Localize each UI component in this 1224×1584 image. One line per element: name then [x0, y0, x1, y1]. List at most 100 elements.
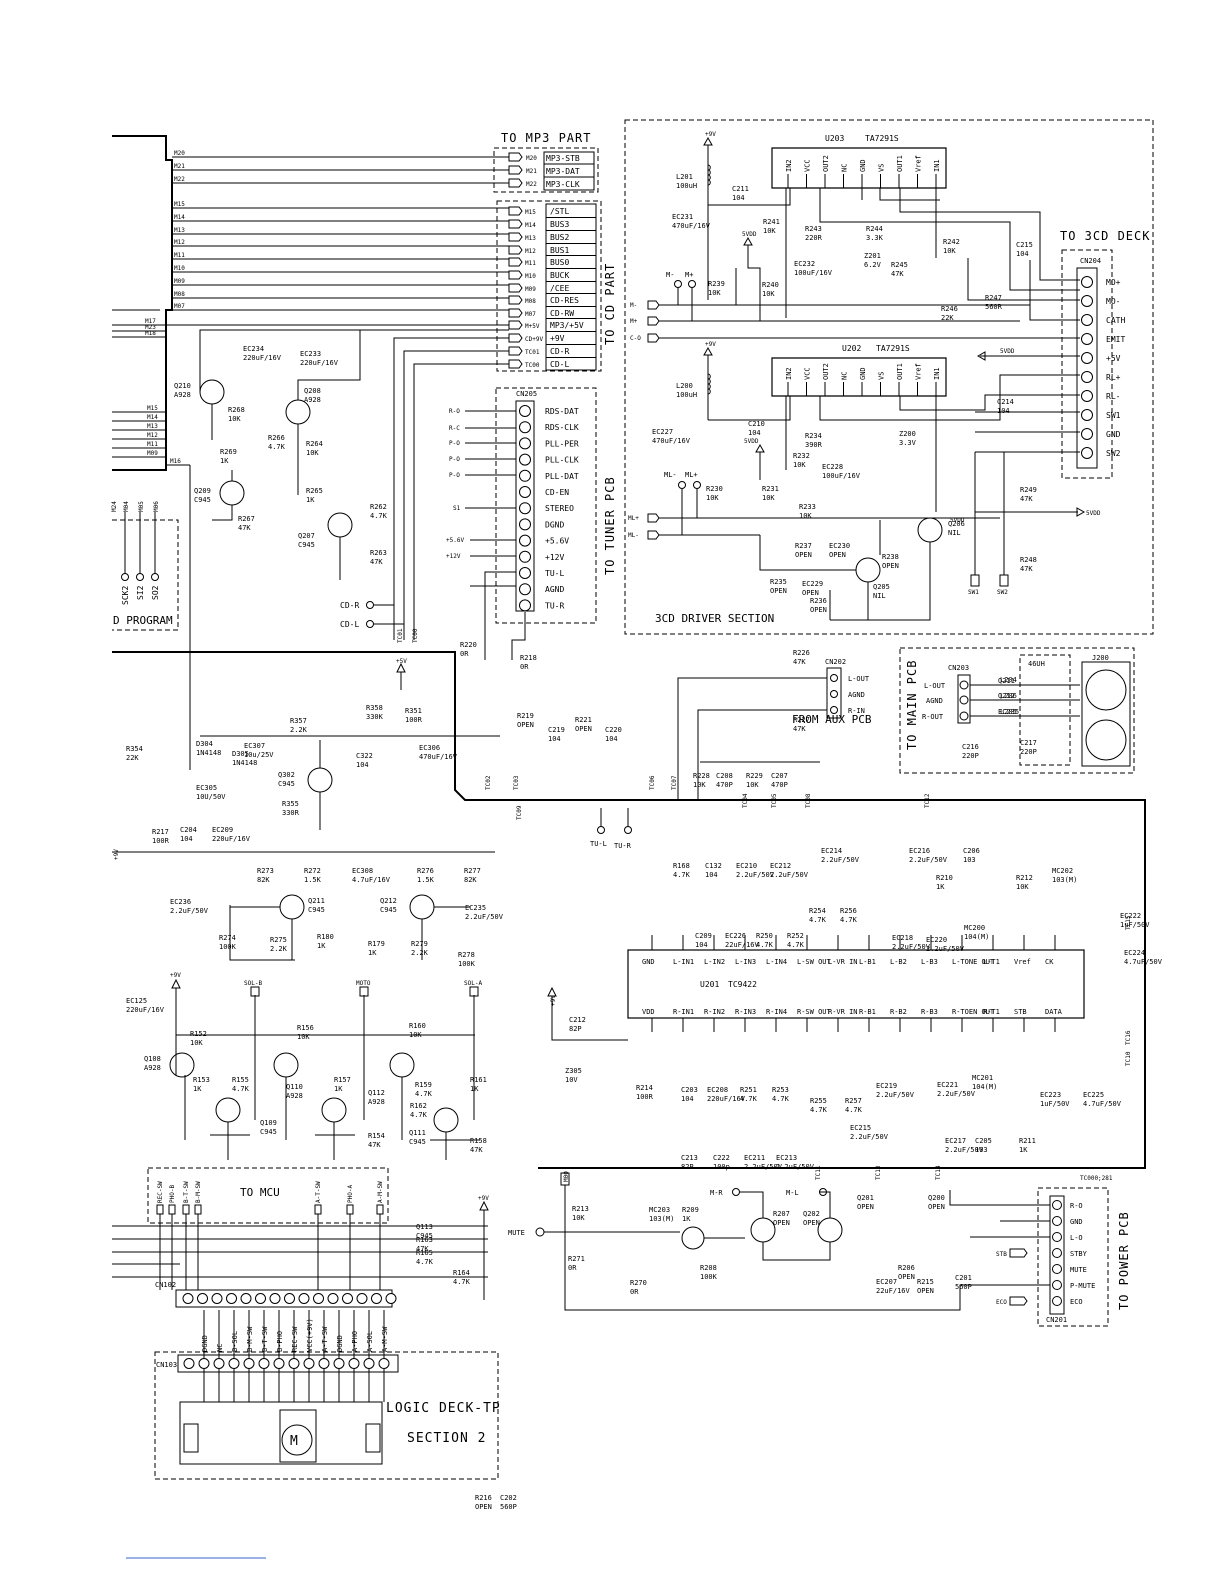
component-value: 1N4148 — [232, 759, 257, 767]
component-ref: EC220 — [926, 936, 947, 944]
component-value: 10K — [409, 1031, 422, 1039]
component-ref: R160 — [409, 1022, 426, 1030]
component-ref: R264 — [306, 440, 323, 448]
cn205-pin — [519, 486, 531, 498]
component-value: 6.2V — [864, 261, 882, 269]
component-ref: Q211 — [308, 897, 325, 905]
bus-label: M15 — [147, 405, 158, 412]
mcu-pin-terminal — [376, 1204, 384, 1215]
cn204-pin — [1081, 390, 1093, 402]
component-ref: R231 — [762, 485, 779, 493]
cn102-pin — [313, 1293, 324, 1304]
component-value: 4.7K — [772, 1095, 790, 1103]
cn205-label: TU-L — [545, 569, 564, 578]
component-value: 4.7K — [787, 941, 805, 949]
component-value: 2.2uF/50V — [744, 1163, 783, 1171]
component-value: 220P — [962, 752, 979, 760]
component-ref: R238 — [882, 553, 899, 561]
component-ref: EC211 — [744, 1154, 765, 1162]
component-value: 220uF/16V — [707, 1095, 746, 1103]
component-value: 2.2uF/50V — [170, 907, 209, 915]
component-value: 103(M) — [649, 1215, 674, 1223]
cd3-driver-section: 3CD DRIVER SECTION TO 3CD DECK U203 TA72… — [624, 119, 1154, 635]
component-value: 470uF/16V — [672, 222, 711, 230]
component-ref: MC202 — [1052, 867, 1073, 875]
logic-deck-subtitle: SECTION 2 — [407, 1431, 486, 1446]
component-ref: C214 — [997, 398, 1014, 406]
component-value: 220P — [1020, 748, 1037, 756]
component-value: 22uF/16V — [725, 941, 760, 949]
component-ref: R226 — [793, 649, 810, 657]
component-ref: R230 — [706, 485, 723, 493]
cn205-pin — [519, 502, 531, 515]
cn205-connector: CN205 RDS-DATRDS-CLKPLL-PERPLL-CLKPLL-DA… — [495, 387, 617, 624]
component-value: 560R — [985, 303, 1003, 311]
component-value: 10K — [228, 415, 241, 423]
cd-pin-terminal — [508, 320, 523, 330]
cn201-pin — [1052, 1200, 1062, 1210]
cn204-pin — [1081, 276, 1093, 288]
bus-label: M14 — [174, 214, 185, 221]
cn204-label: GND — [1106, 430, 1121, 439]
tc-label: TC14 — [935, 1165, 942, 1180]
cn201-pin — [1052, 1264, 1062, 1274]
mp3-label: MP3-STB — [546, 154, 580, 163]
cd-pin-number: M+5V — [525, 323, 540, 330]
cn102-pin — [298, 1293, 310, 1304]
component-value: OPEN — [882, 562, 899, 570]
bus-label: M09 — [174, 278, 185, 285]
component-value: 1N4148 — [196, 749, 221, 757]
component-value: 82K — [464, 876, 477, 884]
tc-label: TC13 — [875, 1165, 882, 1180]
component-value: 100K — [458, 960, 476, 968]
cn103-pin — [228, 1358, 240, 1369]
cn201-pin — [1052, 1296, 1062, 1306]
component-value: 22K — [126, 754, 139, 762]
cn201-pin — [1052, 1216, 1062, 1226]
u201-top-pin-label: L-SW OUT — [797, 958, 832, 966]
program-pin: M24 — [111, 501, 118, 512]
component-ref: MC203 — [649, 1206, 670, 1214]
mcu-pin-label: B-T-SW — [183, 1181, 190, 1203]
component-ref: R245 — [891, 261, 908, 269]
component-value: 10K — [297, 1033, 310, 1041]
ic-pin-label: NC — [841, 372, 849, 380]
component-ref: L204 — [1000, 676, 1017, 684]
component-value: OPEN — [475, 1503, 492, 1511]
tuner-net-wires: R-O R-C P-O P-O P-O S1 +5.6V +12V — [446, 408, 526, 660]
cd-pin-number: M07 — [525, 311, 536, 318]
component-ref: R355 — [282, 800, 299, 808]
cn201-label: MUTE — [1070, 1266, 1087, 1274]
component-ref: R159 — [415, 1081, 432, 1089]
bus-label: M09 — [147, 450, 158, 457]
component-ref: Q202 — [803, 1210, 820, 1218]
net-label: 5VDD — [744, 438, 759, 445]
inductor-label: Q212 — [998, 692, 1015, 700]
component-value: 104 — [997, 407, 1010, 415]
mcu-pin-terminal — [314, 1204, 322, 1215]
net-label: +5.6V — [446, 537, 464, 544]
component-value: 2.2K — [411, 949, 429, 957]
u201-top-pin-label: L-B1 — [859, 958, 876, 966]
component-value: OPEN — [770, 587, 787, 595]
component-ref: R358 — [366, 704, 383, 712]
component-value: 0R — [568, 1264, 577, 1272]
component-ref: EC207 — [876, 1278, 897, 1286]
component-ref: R241 — [763, 218, 780, 226]
cn103-label: VCC(+9V) — [306, 1318, 314, 1352]
main-pcb-section: TO MAIN PCB CN203 L-OUT AGND R-OUT Q211 … — [899, 647, 1135, 774]
component-value: 10K — [763, 227, 776, 235]
tc-footnote: TC000;281 — [1080, 1175, 1113, 1182]
cn204-pin — [1081, 333, 1093, 345]
component-ref: C212 — [569, 1016, 586, 1024]
cn205-label: RDS-DAT — [545, 407, 579, 416]
u201-bottom-pin-label: R-IN1 — [673, 1008, 694, 1016]
cn103-pin — [378, 1358, 390, 1369]
tc-label: TC08 — [805, 793, 812, 808]
component-value: 47K — [368, 1141, 381, 1149]
component-ref: C132 — [705, 862, 722, 870]
component-ref: R163 — [416, 1236, 433, 1244]
component-ref: EC215 — [850, 1124, 871, 1132]
component-value: 1K — [936, 883, 945, 891]
component-value: 2.2uF/50V — [876, 1091, 915, 1099]
